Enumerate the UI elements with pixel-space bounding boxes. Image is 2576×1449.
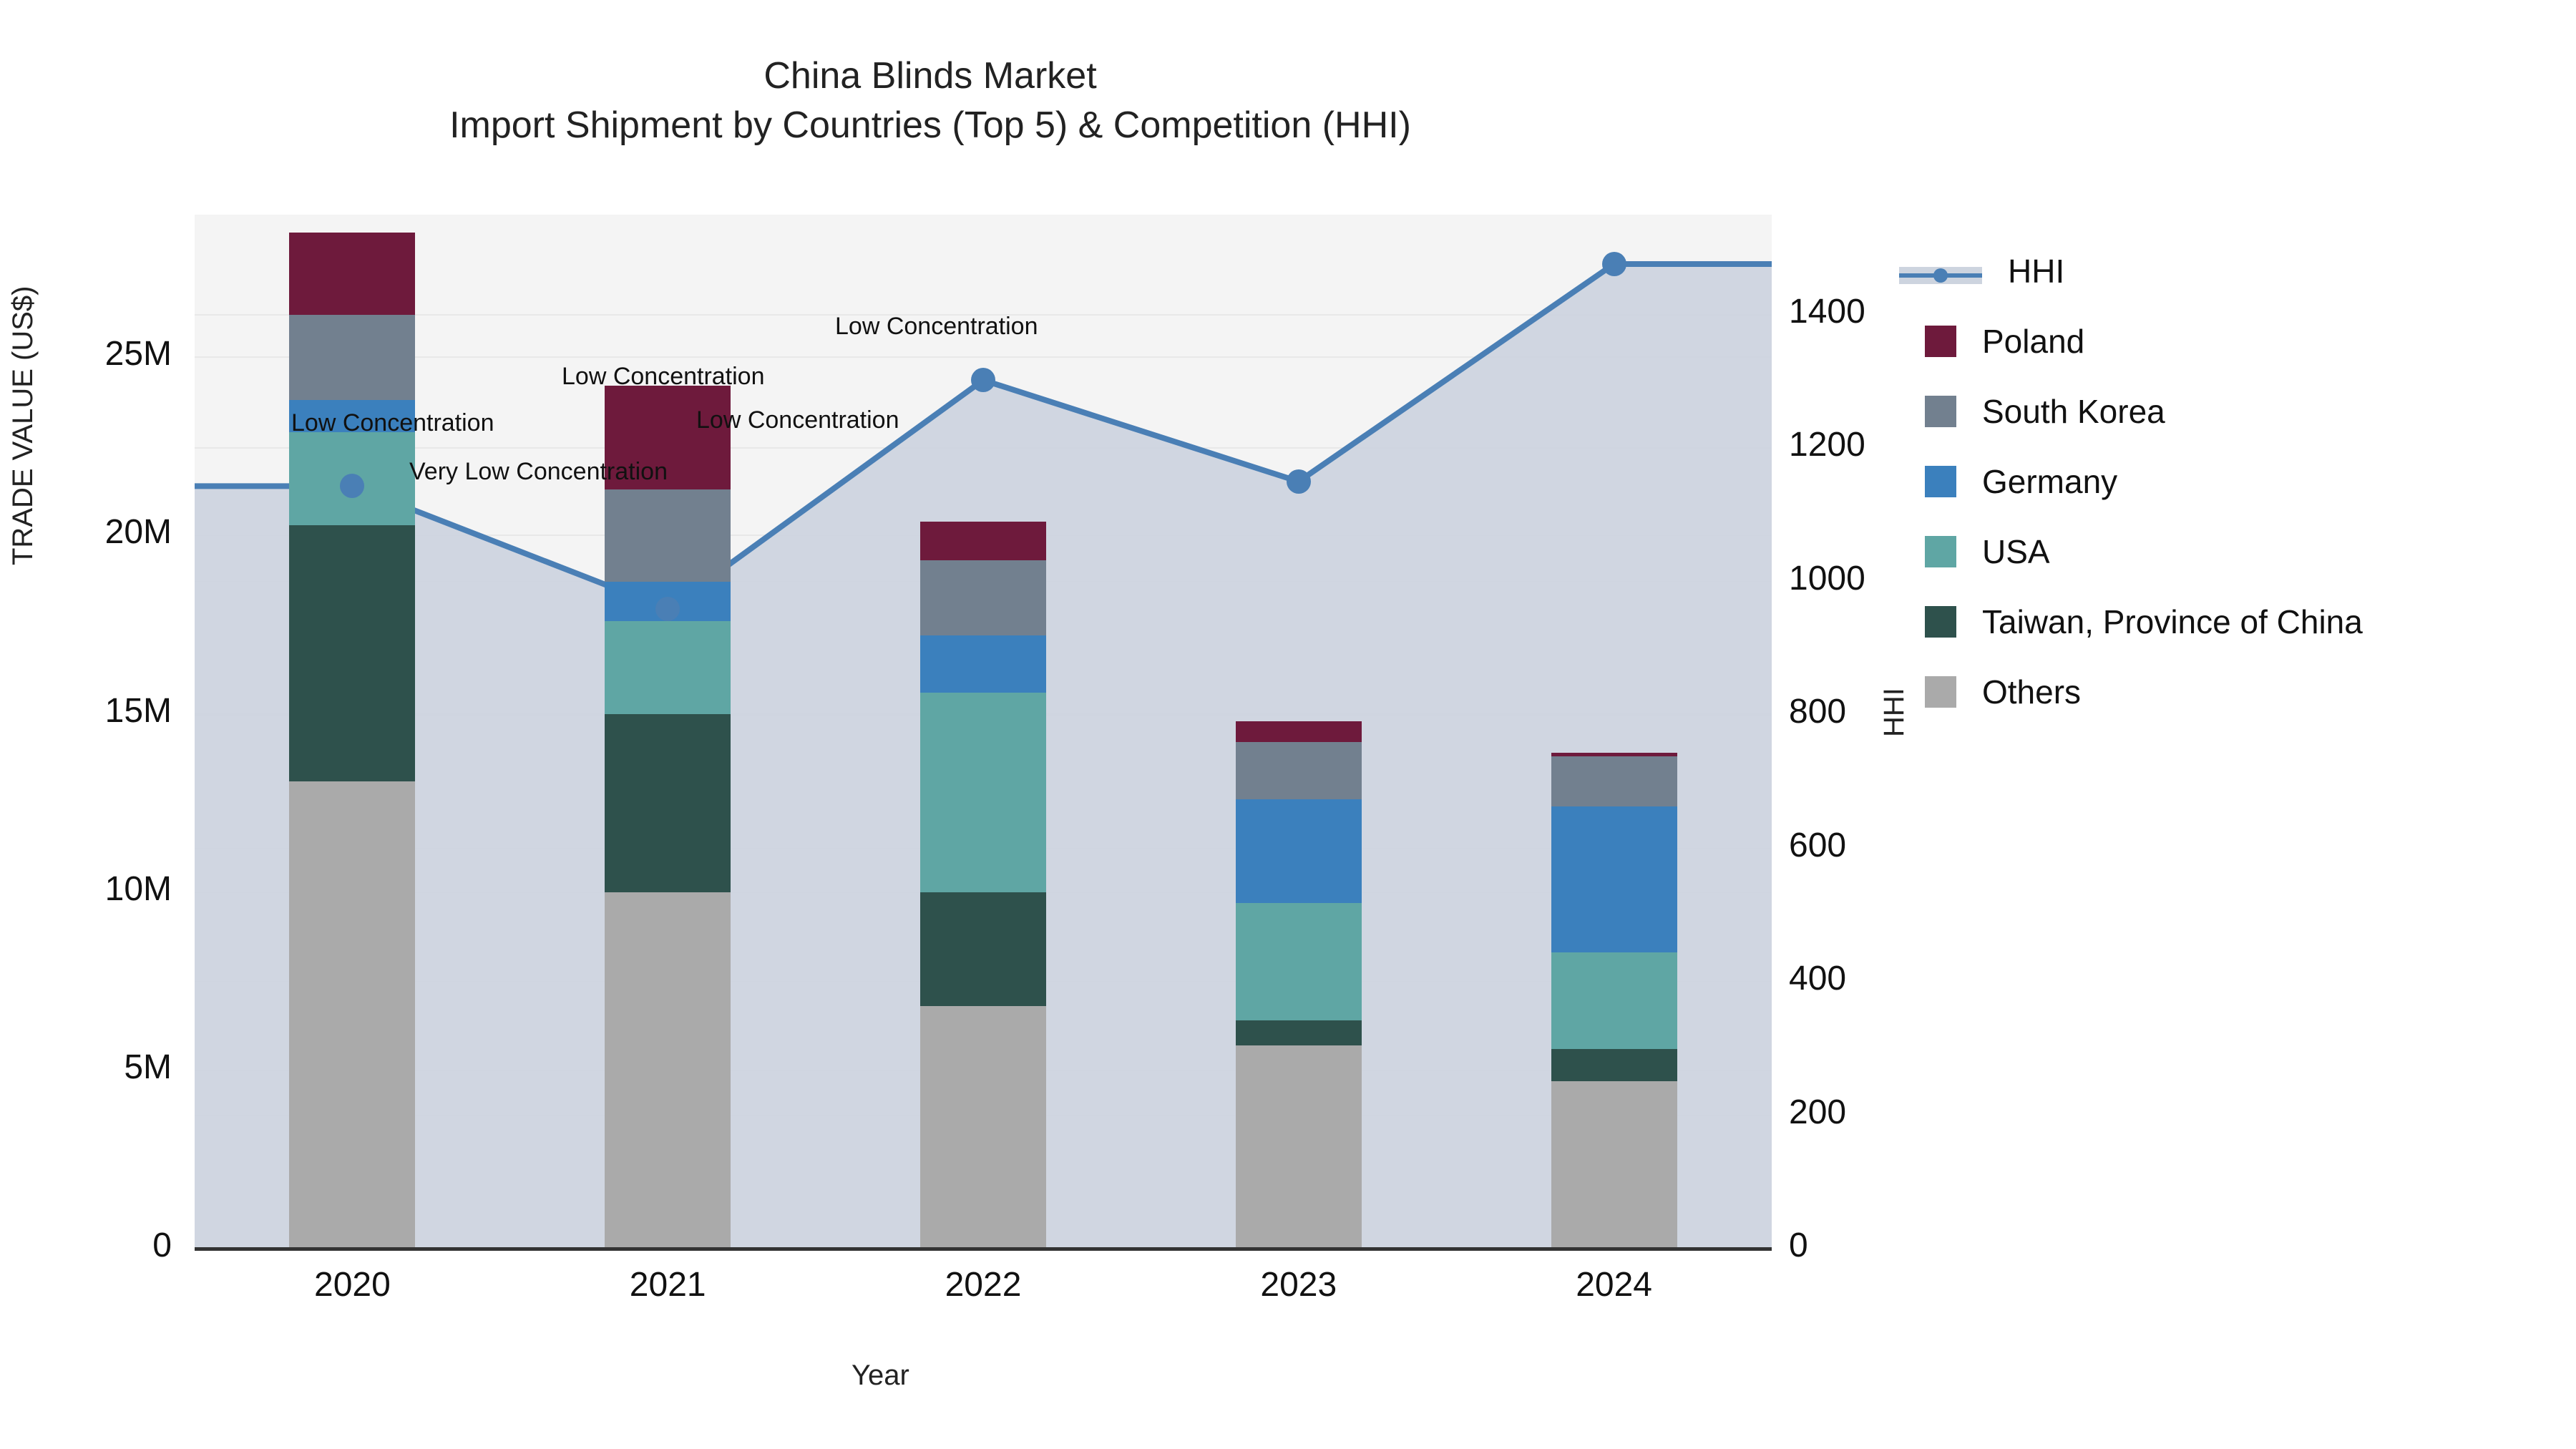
hhi-annotation-label: Low Concentration bbox=[696, 406, 899, 434]
bar-segment[interactable] bbox=[605, 386, 731, 489]
x-axis-tick-label: 2023 bbox=[1260, 1266, 1337, 1304]
bar-segment[interactable] bbox=[920, 635, 1046, 693]
bar-stack[interactable] bbox=[289, 232, 416, 1249]
bar-segment[interactable] bbox=[605, 713, 731, 892]
hhi-data-point[interactable] bbox=[655, 596, 680, 621]
x-axis-tick-label: 2024 bbox=[1576, 1266, 1652, 1304]
bar-segment[interactable] bbox=[289, 400, 416, 432]
legend-item-label: South Korea bbox=[1982, 393, 2165, 430]
bar-segment[interactable] bbox=[1235, 902, 1362, 1021]
x-axis-tick-label: 2021 bbox=[629, 1266, 706, 1304]
hhi-data-point[interactable] bbox=[971, 368, 995, 393]
legend-item-label: Taiwan, Province of China bbox=[1982, 603, 2363, 640]
bar-segment[interactable] bbox=[605, 621, 731, 714]
legend-color-swatch bbox=[1925, 326, 1956, 357]
y-axis-left-tick-label: 15M bbox=[104, 691, 172, 730]
y-axis-right-tick-label: 800 bbox=[1789, 693, 1847, 731]
y-axis-left-tick-label: 0 bbox=[152, 1226, 172, 1264]
x-axis-tick-label: 2022 bbox=[945, 1266, 1022, 1304]
y-axis-left-title: TRADE VALUE (US$) bbox=[7, 286, 39, 565]
legend-item[interactable]: Others bbox=[1925, 657, 2555, 727]
bar-stack[interactable] bbox=[1551, 753, 1677, 1249]
hhi-annotation-label: Low Concentration bbox=[835, 313, 1038, 340]
legend-line-icon bbox=[1899, 255, 1982, 287]
bar-segment[interactable] bbox=[289, 314, 416, 401]
hhi-annotation-label: Very Low Concentration bbox=[409, 458, 668, 485]
bar-segment[interactable] bbox=[1551, 1080, 1677, 1249]
y-axis-right-tick-label: 1200 bbox=[1789, 426, 1865, 464]
bar-segment[interactable] bbox=[920, 692, 1046, 892]
x-axis-title: Year bbox=[852, 1360, 909, 1391]
bar-segment[interactable] bbox=[1235, 1020, 1362, 1045]
y-axis-right-tick-label: 0 bbox=[1789, 1226, 1808, 1264]
x-axis-line bbox=[195, 1247, 1772, 1251]
legend-item[interactable]: South Korea bbox=[1925, 376, 2555, 447]
legend-item[interactable]: Taiwan, Province of China bbox=[1925, 587, 2555, 657]
y-axis-right-tick-label: 1400 bbox=[1789, 292, 1865, 331]
legend-item-label: Germany bbox=[1982, 463, 2118, 500]
bar-segment[interactable] bbox=[920, 892, 1046, 1007]
x-axis-tick-label: 2020 bbox=[314, 1266, 391, 1304]
bar-segment[interactable] bbox=[289, 781, 416, 1249]
legend-item[interactable]: Germany bbox=[1925, 447, 2555, 517]
bar-segment[interactable] bbox=[1235, 742, 1362, 800]
legend-color-swatch bbox=[1925, 536, 1956, 567]
legend-color-swatch bbox=[1925, 466, 1956, 497]
bar-segment[interactable] bbox=[1551, 806, 1677, 953]
y-axis-right-tick-label: 1000 bbox=[1789, 559, 1865, 597]
legend-color-swatch bbox=[1925, 396, 1956, 427]
y-axis-left-tick-label: 10M bbox=[104, 869, 172, 908]
y-axis-left-tick-label: 5M bbox=[124, 1048, 172, 1086]
legend-item-label: Others bbox=[1982, 673, 2082, 711]
bar-segment[interactable] bbox=[1551, 753, 1677, 757]
y-axis-right-title: HHI bbox=[1878, 688, 1910, 737]
bar-segment[interactable] bbox=[1551, 952, 1677, 1049]
bar-segment[interactable] bbox=[605, 892, 731, 1249]
bar-stack[interactable] bbox=[1235, 721, 1362, 1249]
hhi-data-point[interactable] bbox=[1286, 469, 1311, 494]
legend-item-label: USA bbox=[1982, 533, 2050, 570]
chart-title-line-2: Import Shipment by Countries (Top 5) & C… bbox=[449, 104, 1411, 147]
legend-item[interactable]: USA bbox=[1925, 517, 2555, 587]
y-axis-left-tick-label: 20M bbox=[104, 513, 172, 552]
bar-segment[interactable] bbox=[1235, 1045, 1362, 1249]
legend-item-label: HHI bbox=[2008, 253, 2065, 290]
chart-title-line-1: China Blinds Market bbox=[763, 55, 1097, 97]
bar-segment[interactable] bbox=[289, 525, 416, 782]
bar-segment[interactable] bbox=[605, 489, 731, 582]
gridline bbox=[195, 356, 1772, 358]
bar-stack[interactable] bbox=[605, 386, 731, 1249]
bar-segment[interactable] bbox=[920, 1006, 1046, 1249]
y-axis-right-tick-label: 200 bbox=[1789, 1093, 1847, 1131]
bar-segment[interactable] bbox=[1235, 721, 1362, 743]
legend-item[interactable]: Poland bbox=[1925, 306, 2555, 376]
legend-item-label: Poland bbox=[1982, 323, 2085, 360]
bar-stack[interactable] bbox=[920, 521, 1046, 1249]
chart-title: China Blinds Market Import Shipment by C… bbox=[0, 52, 1860, 150]
hhi-annotation-label: Low Concentration bbox=[562, 363, 765, 390]
bar-segment[interactable] bbox=[920, 521, 1046, 561]
y-axis-left-tick-label: 25M bbox=[104, 335, 172, 374]
bar-segment[interactable] bbox=[1235, 799, 1362, 903]
bar-segment[interactable] bbox=[920, 560, 1046, 635]
gridline bbox=[195, 313, 1772, 316]
y-axis-right-tick-label: 400 bbox=[1789, 960, 1847, 998]
bar-segment[interactable] bbox=[289, 232, 416, 315]
y-axis-right-tick-label: 600 bbox=[1789, 826, 1847, 864]
hhi-data-point[interactable] bbox=[340, 474, 365, 499]
legend-color-swatch bbox=[1925, 606, 1956, 638]
hhi-data-point[interactable] bbox=[1601, 251, 1626, 276]
bar-segment[interactable] bbox=[1551, 756, 1677, 807]
legend-color-swatch bbox=[1925, 676, 1956, 708]
hhi-annotation-label: Low Concentration bbox=[291, 409, 494, 436]
legend-item[interactable]: HHI bbox=[1899, 236, 2555, 306]
bar-segment[interactable] bbox=[1551, 1048, 1677, 1081]
